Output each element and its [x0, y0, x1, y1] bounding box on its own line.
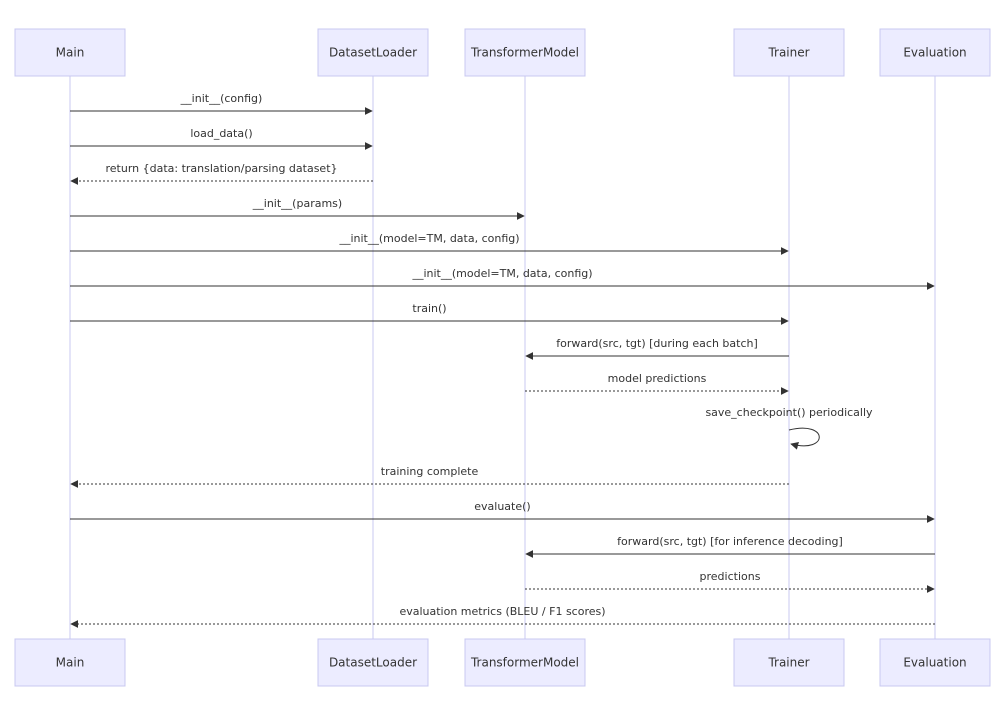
participant-box [317, 28, 429, 77]
participant-loader-bottom: DatasetLoader [317, 638, 429, 687]
message-11: training complete [70, 465, 789, 488]
participant-box [317, 638, 429, 687]
participant-trainer-bottom: Trainer [733, 638, 845, 687]
participant-eval-top: Evaluation [879, 28, 991, 77]
message-label: train() [412, 302, 446, 315]
message-label: save_checkpoint() periodically [705, 406, 873, 419]
participant-box [14, 638, 126, 687]
message-label: __init__(model=TM, data, config) [411, 267, 592, 280]
message-label: return {data: translation/parsing datase… [105, 162, 337, 175]
message-8: forward(src, tgt) [during each batch] [525, 337, 789, 360]
message-label: forward(src, tgt) [during each batch] [556, 337, 758, 350]
participant-loader-top: DatasetLoader [317, 28, 429, 77]
message-12: evaluate() [70, 500, 935, 523]
message-2: load_data() [70, 127, 373, 150]
participant-label: Evaluation [903, 46, 966, 60]
message-9: model predictions [525, 372, 789, 395]
participant-box [879, 28, 991, 77]
message-label: __init__(config) [180, 92, 263, 105]
message-label: __init__(model=TM, data, config) [338, 232, 519, 245]
participant-label: TransformerModel [470, 656, 579, 670]
message-5: __init__(model=TM, data, config) [70, 232, 789, 255]
participant-label: DatasetLoader [329, 656, 417, 670]
message-label: training complete [381, 465, 479, 478]
participant-box [733, 638, 845, 687]
participant-label: Main [56, 46, 85, 60]
message-label: load_data() [190, 127, 252, 140]
participant-box [464, 28, 586, 77]
message-label: __init__(params) [252, 197, 342, 210]
message-7: train() [70, 302, 789, 325]
participant-box [14, 28, 126, 77]
participant-label: Trainer [767, 46, 809, 60]
message-3: return {data: translation/parsing datase… [70, 162, 373, 185]
message-6: __init__(model=TM, data, config) [70, 267, 935, 290]
participant-box [464, 638, 586, 687]
message-label: evaluate() [474, 500, 530, 513]
message-1: __init__(config) [70, 92, 373, 115]
participant-eval-bottom: Evaluation [879, 638, 991, 687]
participant-label: TransformerModel [470, 46, 579, 60]
participant-label: Main [56, 656, 85, 670]
message-label: predictions [700, 570, 761, 583]
participant-model-top: TransformerModel [464, 28, 586, 77]
participant-label: DatasetLoader [329, 46, 417, 60]
message-4: __init__(params) [70, 197, 525, 220]
message-13: forward(src, tgt) [for inference decodin… [525, 535, 935, 558]
message-10: save_checkpoint() periodically [705, 406, 873, 450]
participant-box [733, 28, 845, 77]
message-14: predictions [525, 570, 935, 593]
message-label: model predictions [608, 372, 707, 385]
participant-model-bottom: TransformerModel [464, 638, 586, 687]
participant-label: Evaluation [903, 656, 966, 670]
participant-trainer-top: Trainer [733, 28, 845, 77]
message-label: evaluation metrics (BLEU / F1 scores) [399, 605, 605, 618]
participant-box [879, 638, 991, 687]
message-label: forward(src, tgt) [for inference decodin… [617, 535, 843, 548]
message-arrow [788, 427, 820, 450]
participant-main-top: Main [14, 28, 126, 77]
participant-label: Trainer [767, 656, 809, 670]
message-15: evaluation metrics (BLEU / F1 scores) [70, 605, 935, 628]
participant-main-bottom: Main [14, 638, 126, 687]
